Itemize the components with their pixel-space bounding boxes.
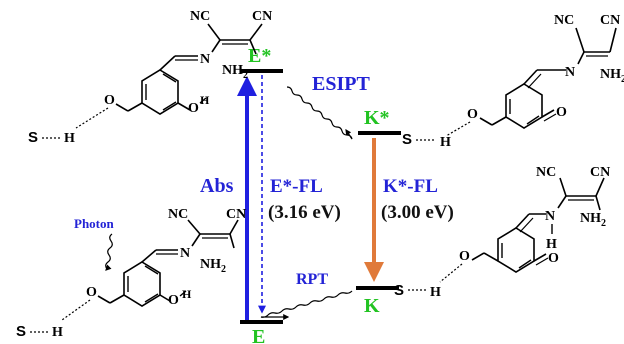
molecule-top-left: N NC CN NH2 O H O H S [28,9,272,146]
molecule-bottom-right: N NC CN NH2 H O O H S [394,165,610,300]
carbonyl-oxygen: O [548,251,559,266]
esipt-label: ESIPT [312,73,370,95]
nitrile-right: CN [590,165,610,180]
hydroxyl-hydrogen: H [182,287,192,301]
nitrile-left: NC [190,9,210,24]
photon-wavy-arrow [105,233,113,271]
carbonyl-oxygen: O [556,105,567,120]
thiol-sulfur: S [28,129,38,146]
benzene-ring [123,261,161,307]
thiol-sulfur: S [402,131,412,148]
molecule-top-right: N NC CN NH2 O O H S [402,13,624,150]
rpt-label: RPT [296,271,328,288]
nitrile-left: NC [536,165,556,180]
keto-fluorescence-energy: (3.00 eV) [381,202,454,223]
nitrile-right: CN [226,207,246,222]
thiol-hydrogen: H [440,135,451,150]
ether-oxygen: O [86,285,97,300]
hydroxyl-hydrogen: H [200,93,210,107]
ether-oxygen: O [104,93,115,108]
hydroxyl-oxygen: O [168,293,179,308]
molecule-bottom-left: Photon N NC CN NH2 O H O H S [16,207,246,340]
amine-nitrogen: N [565,65,575,80]
hydroxyl-oxygen: O [188,101,199,116]
state-label-enol-ground: E [252,326,265,344]
state-label-enol-excited: E* [248,45,271,67]
enol-fluorescence-energy: (3.16 eV) [268,202,341,223]
photon-label: Photon [74,216,115,231]
quinoid-ring [505,83,543,129]
nitrile-right: CN [252,9,272,24]
absorption-label: Abs [200,175,234,197]
amine-group: NH2 [580,211,606,229]
enol-fluorescence-label: E*-FL [270,176,323,197]
amine-hydrogen: H [546,237,557,252]
amine-group: NH2 [600,67,624,85]
thiol-hydrogen: H [52,325,63,340]
nitrile-right: CN [600,13,620,28]
amine-group: NH2 [200,257,226,275]
imine-nitrogen: N [180,246,190,261]
rpt-wavy-arrow [260,290,353,320]
keto-fluorescence-label: K*-FL [383,176,438,197]
thiol-hydrogen: H [64,131,75,146]
amine-nitrogen: N [545,209,555,224]
imine-nitrogen: N [200,52,210,67]
nitrile-left: NC [168,207,188,222]
amine-group: NH2 [222,63,248,81]
state-label-keto-ground: K [364,295,380,317]
quinoid-ring [497,227,535,273]
ether-oxygen: O [459,249,470,264]
thiol-sulfur: S [394,282,404,299]
benzene-ring [141,69,179,115]
ether-oxygen: O [467,107,478,122]
state-label-keto-excited: K* [364,107,390,129]
thiol-hydrogen: H [430,285,441,300]
thiol-sulfur: S [16,323,26,340]
nitrile-left: NC [554,13,574,28]
esipt-wavy-arrow [286,86,353,140]
